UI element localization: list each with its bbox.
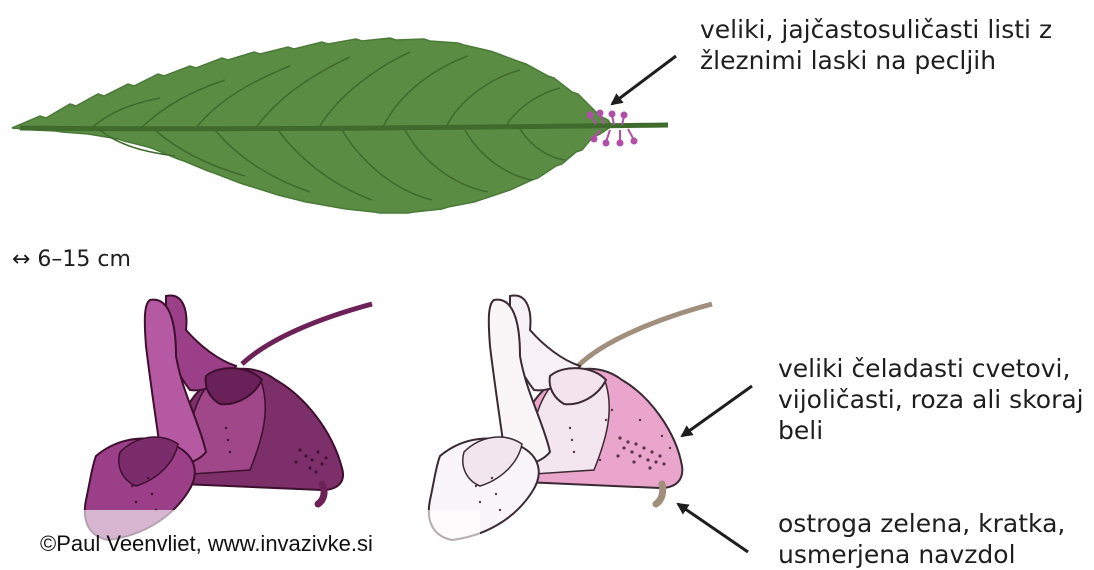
leaf-arrow (612, 56, 676, 104)
leaf-size-label: ↔ 6–15 cm (12, 246, 131, 274)
flower-description-line-1: veliki čeladasti cvetovi, (778, 353, 1084, 384)
leaf-description-line-1: veliki, jajčastosuličasti listi z (700, 14, 1052, 45)
leaf-illustration (12, 38, 668, 213)
flower-arrow (682, 386, 752, 436)
light-flower-illustration (429, 295, 712, 540)
flower-description-label: veliki čeladasti cvetovi, vijoličasti, r… (778, 353, 1084, 446)
spur-description-line-1: ostroga zelena, kratka, (778, 508, 1065, 539)
dark-flower-stem (242, 304, 372, 364)
dark-flower-illustration (85, 295, 372, 540)
spur-arrow (678, 504, 748, 552)
light-flower-stem (578, 304, 712, 366)
spur-description-line-2: usmerjena navzdol (778, 539, 1065, 570)
flower-description-line-3: beli (778, 415, 1084, 446)
leaf-description-label: veliki, jajčastosuličasti listi z žlezni… (700, 14, 1052, 76)
copyright-text: ©Paul Veenvliet, www.invazivke.si (40, 530, 373, 558)
flower-description-line-2: vijoličasti, roza ali skoraj (778, 384, 1084, 415)
spur-description-label: ostroga zelena, kratka, usmerjena navzdo… (778, 508, 1065, 570)
leaf-description-line-2: žleznimi laski na pecljih (700, 45, 1052, 76)
